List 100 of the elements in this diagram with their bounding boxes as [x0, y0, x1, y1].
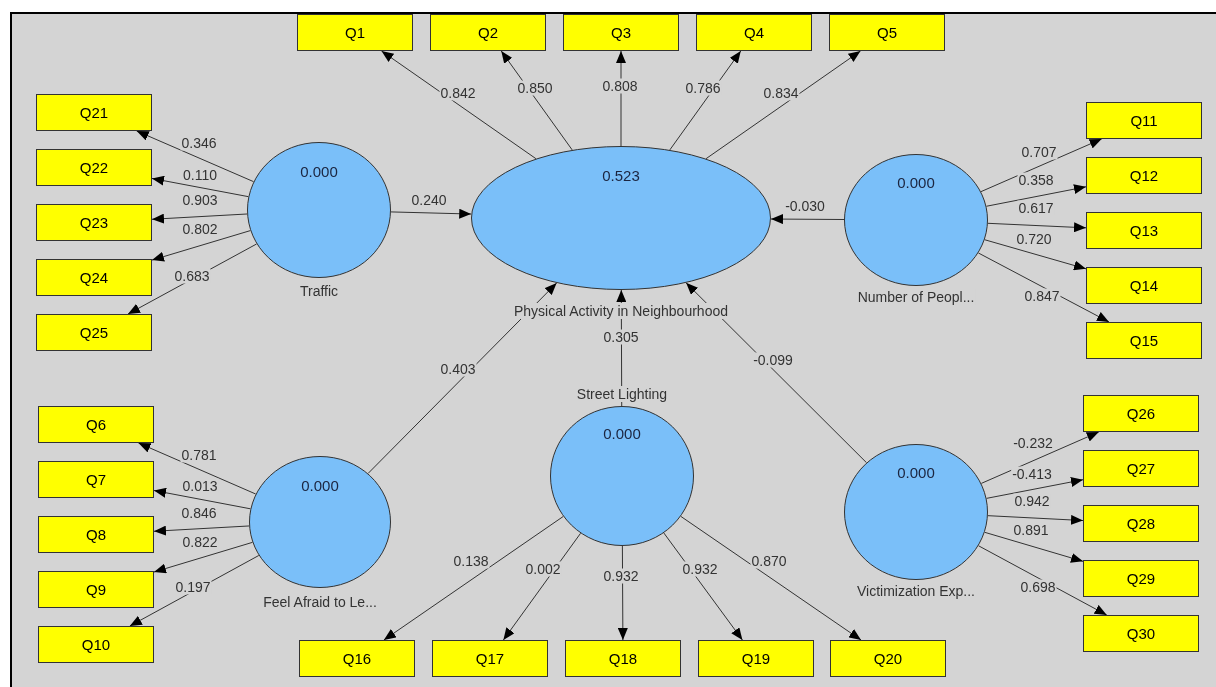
- edge-label: 0.698: [1019, 579, 1057, 595]
- arrow: [986, 477, 1084, 499]
- edge-label: 0.842: [439, 85, 477, 101]
- indicator-box: Q11: [1086, 102, 1202, 139]
- edge-label: 0.358: [1017, 172, 1055, 188]
- edge-label: 0.305: [602, 329, 640, 345]
- r-squared-value: 0.000: [300, 164, 338, 180]
- arrow: [985, 184, 1087, 207]
- indicator-box: Q23: [36, 204, 152, 241]
- indicator-box: Q20: [830, 640, 946, 677]
- r-squared-value: 0.000: [301, 478, 339, 494]
- arrow: [381, 50, 537, 160]
- indicator-box: Q1: [297, 14, 413, 51]
- edge-label: 0.846: [180, 505, 218, 521]
- edge-label: 0.891: [1012, 522, 1050, 538]
- edge-label: 0.932: [681, 561, 719, 577]
- arrow: [616, 50, 626, 147]
- edge-label: 0.870: [750, 553, 788, 569]
- arrow: [984, 239, 1087, 271]
- edge-label: 0.138: [452, 553, 490, 569]
- indicator-box: Q5: [829, 14, 945, 51]
- edge-label: 0.786: [684, 80, 722, 96]
- indicator-box: Q12: [1086, 157, 1202, 194]
- construct-name: Victimization Exp...: [856, 583, 976, 599]
- r-squared-value: 0.000: [897, 465, 935, 481]
- edge-label: 0.002: [524, 561, 562, 577]
- indicator-box: Q27: [1083, 450, 1199, 487]
- arrow: [153, 541, 253, 574]
- r-squared-value: 0.000: [897, 175, 935, 191]
- indicator-box: Q22: [36, 149, 152, 186]
- indicator-box: Q30: [1083, 615, 1199, 652]
- indicator-box: Q18: [565, 640, 681, 677]
- indicator-box: Q28: [1083, 505, 1199, 542]
- r-squared-value: 0.523: [602, 168, 640, 184]
- edge-label: 0.707: [1020, 144, 1058, 160]
- edge-label: 0.903: [181, 192, 219, 208]
- arrow: [978, 545, 1108, 616]
- arrow: [151, 213, 248, 224]
- arrow: [987, 222, 1087, 233]
- arrow: [153, 525, 250, 536]
- edge-label: 0.617: [1017, 200, 1055, 216]
- edge-label: 0.346: [180, 135, 218, 151]
- indicator-box: Q26: [1083, 395, 1199, 432]
- edge-label: 0.808: [601, 78, 639, 94]
- arrow: [151, 175, 249, 198]
- arrow: [705, 50, 861, 160]
- indicator-box: Q16: [299, 640, 415, 677]
- edge-label: -0.232: [1012, 435, 1054, 451]
- indicator-box: Q2: [430, 14, 546, 51]
- indicator-box: Q21: [36, 94, 152, 131]
- construct-name: Traffic: [298, 283, 340, 299]
- edge-label: 0.822: [181, 534, 219, 550]
- indicator-box: Q13: [1086, 212, 1202, 249]
- edge-label: -0.099: [752, 352, 794, 368]
- indicator-box: Q6: [38, 406, 154, 443]
- edge-label: 0.240: [410, 192, 448, 208]
- edge-label: -0.413: [1011, 466, 1053, 482]
- arrow: [136, 130, 255, 183]
- edge-label: 0.720: [1015, 231, 1053, 247]
- indicator-box: Q19: [698, 640, 814, 677]
- indicator-box: Q7: [38, 461, 154, 498]
- edge-label: 0.802: [181, 221, 219, 237]
- edge-label: 0.781: [180, 447, 218, 463]
- indicator-box: Q10: [38, 626, 154, 663]
- arrow: [770, 214, 845, 225]
- indicator-box: Q15: [1086, 322, 1202, 359]
- r-squared-value: 0.000: [603, 426, 641, 442]
- edge-label: 0.834: [762, 85, 800, 101]
- arrow: [980, 138, 1103, 193]
- arrow: [977, 252, 1110, 323]
- indicator-box: Q25: [36, 314, 152, 351]
- indicator-box: Q8: [38, 516, 154, 553]
- construct-name: Number of Peopl...: [856, 289, 976, 305]
- edge-label: 0.942: [1013, 493, 1051, 509]
- edge-label: 0.850: [516, 80, 554, 96]
- construct-name: Street Lighting: [575, 386, 669, 402]
- indicator-box: Q17: [432, 640, 548, 677]
- construct-name: Feel Afraid to Le...: [262, 594, 378, 610]
- edge-label: 0.683: [173, 268, 211, 284]
- edge-label: 0.013: [181, 478, 219, 494]
- indicator-box: Q29: [1083, 560, 1199, 597]
- arrow: [390, 208, 472, 219]
- construct-name: Physical Activity in Neighbourhood: [513, 303, 729, 319]
- arrow: [680, 515, 862, 641]
- arrow: [987, 514, 1084, 525]
- indicator-box: Q3: [563, 14, 679, 51]
- indicator-box: Q9: [38, 571, 154, 608]
- arrow: [138, 442, 257, 495]
- edge-label: 0.932: [602, 568, 640, 584]
- edge-label: 0.403: [439, 361, 477, 377]
- indicator-box: Q14: [1086, 267, 1202, 304]
- arrow: [980, 431, 1100, 484]
- arrow: [383, 515, 564, 641]
- arrow: [153, 487, 251, 510]
- indicator-box: Q24: [36, 259, 152, 296]
- arrow: [151, 230, 251, 262]
- edge-label: 0.197: [174, 579, 212, 595]
- indicator-box: Q4: [696, 14, 812, 51]
- edge-label: 0.110: [182, 167, 218, 183]
- edge-label: -0.030: [784, 198, 826, 214]
